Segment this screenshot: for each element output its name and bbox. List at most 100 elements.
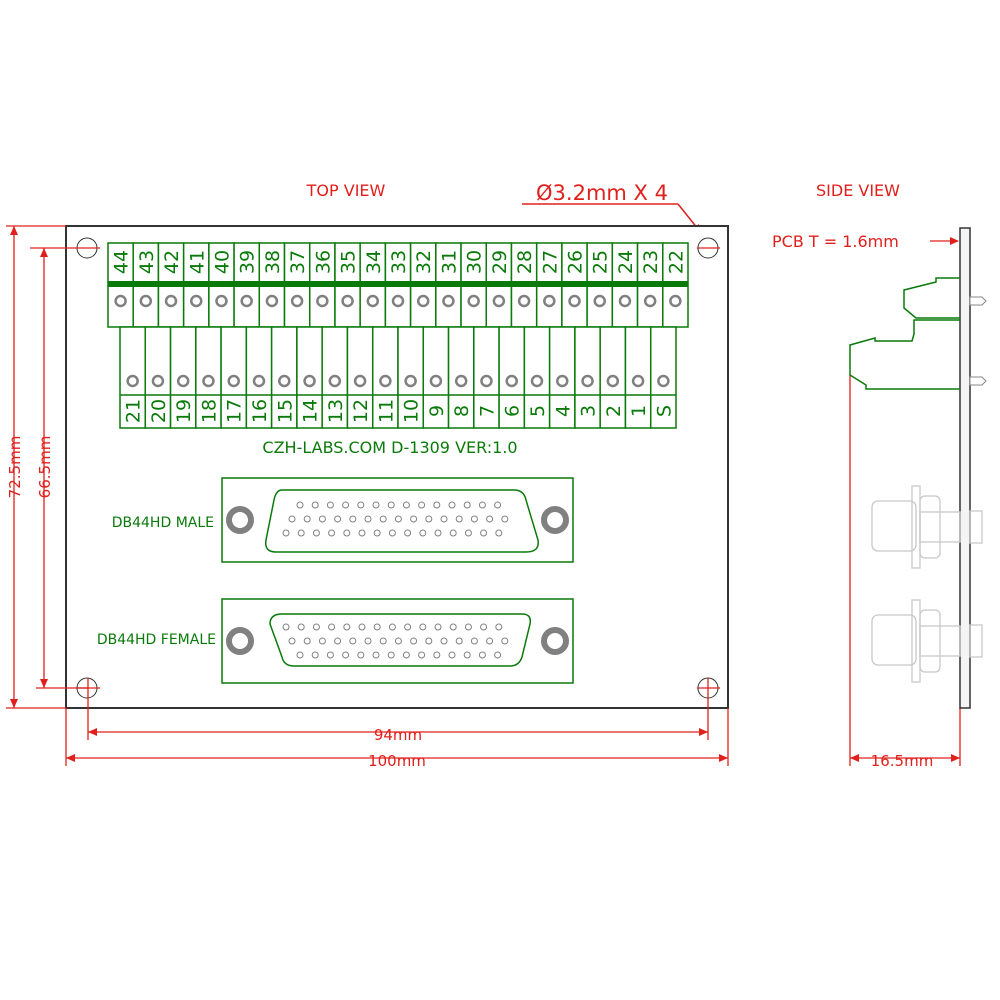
terminal-label-4: 4 <box>552 405 574 417</box>
terminal-screw-hole <box>568 294 581 308</box>
db44-connectors <box>221 477 574 684</box>
connector-pin <box>358 529 366 537</box>
terminal-label-30: 30 <box>464 250 486 274</box>
pin-lower <box>969 376 987 386</box>
connector-pin <box>402 501 410 509</box>
pcb-side <box>959 227 971 709</box>
connector-pin <box>463 501 471 509</box>
connector-pin <box>470 637 478 645</box>
terminal-label-19: 19 <box>173 399 195 423</box>
terminal-bottom-cell <box>422 326 450 429</box>
connector-pin <box>495 623 503 631</box>
terminal-label-34: 34 <box>363 250 385 274</box>
connector-pin <box>455 515 463 523</box>
connector-body-side <box>871 500 917 552</box>
connector-pin <box>312 623 320 631</box>
connector-pin <box>372 651 380 659</box>
dimension-arrow <box>10 699 18 708</box>
connector-pin <box>448 651 456 659</box>
connector-neck-side <box>919 511 961 543</box>
terminal-screw-hole <box>215 294 228 308</box>
connector-pin <box>388 623 396 631</box>
board-marking: CZH-LABS.COM D-1309 VER:1.0 <box>262 438 517 457</box>
terminal-label-10: 10 <box>401 399 423 423</box>
terminal-label-26: 26 <box>565 250 587 274</box>
connector-pin <box>464 623 472 631</box>
connector-pin <box>334 637 342 645</box>
connector-mount-hole <box>226 627 254 655</box>
terminal-bottom-cell <box>498 326 526 429</box>
connector-pin <box>425 637 433 645</box>
terminal-label-15: 15 <box>274 399 296 423</box>
connector-pin <box>373 623 381 631</box>
connector-shell-side <box>919 609 941 673</box>
connector-pin <box>326 651 334 659</box>
terminal-label-43: 43 <box>136 250 158 274</box>
terminal-label-28: 28 <box>514 250 536 274</box>
connector-pin <box>334 515 342 523</box>
connector-pin <box>343 623 351 631</box>
terminal-screw-hole <box>114 294 127 308</box>
terminal-screw-hole <box>404 374 417 388</box>
connector-pin <box>343 529 351 537</box>
terminal-screw-hole <box>278 374 291 388</box>
terminal-screw-hole <box>265 294 279 308</box>
connector-pin <box>328 623 336 631</box>
terminal-label-11: 11 <box>375 399 397 423</box>
terminal-bottom-cell <box>245 326 273 429</box>
connector-pin <box>312 529 320 537</box>
terminal-label-25: 25 <box>590 250 612 274</box>
terminal-label-7: 7 <box>476 405 498 417</box>
terminal-label-24: 24 <box>615 250 637 274</box>
terminal-label-39: 39 <box>237 250 259 274</box>
terminal-screw-hole <box>556 374 569 388</box>
connector-pins-side <box>969 624 983 658</box>
terminal-label-2: 2 <box>603 405 625 417</box>
terminal-label-1: 1 <box>628 405 650 417</box>
connector-pin <box>288 637 296 645</box>
terminal-bottom-cell <box>649 326 677 429</box>
terminal-screw-hole <box>176 374 190 388</box>
terminal-screw-hole <box>341 294 354 308</box>
dim-66-5mm: 66.5mm <box>36 436 54 499</box>
connector-pin <box>402 651 410 659</box>
terminal-screw-hole <box>240 294 253 308</box>
connector-pin <box>463 651 471 659</box>
terminal-label-22: 22 <box>665 250 687 274</box>
connector-pin <box>433 651 441 659</box>
connector-pin <box>357 501 365 509</box>
connector-pin <box>342 501 350 509</box>
connector-mount-hole <box>541 627 569 655</box>
terminal-label-5: 5 <box>527 405 549 417</box>
terminal-bottom-cell <box>473 326 500 429</box>
terminal-screw-hole <box>190 294 203 308</box>
terminal-label-9: 9 <box>426 405 448 417</box>
connector-pin <box>387 651 395 659</box>
terminal-screw-hole <box>164 294 178 308</box>
connector-pin <box>440 637 448 645</box>
connector-pin <box>404 623 412 631</box>
connector-pin <box>349 515 357 523</box>
terminal-screw-hole <box>657 374 670 388</box>
connector-pin <box>410 515 418 523</box>
connector-pin <box>373 529 381 537</box>
terminal-screw-hole <box>643 294 657 308</box>
connector-pin <box>372 501 380 509</box>
connector-pin <box>419 623 427 631</box>
connector-pin <box>379 515 387 523</box>
terminal-upper-side <box>903 277 960 319</box>
connector-shell-side <box>919 495 941 559</box>
connector-pin <box>387 501 395 509</box>
connector-body-side <box>871 614 917 666</box>
connector-pin <box>486 515 494 523</box>
connector-pin <box>434 529 442 537</box>
dimension-arrow <box>719 754 728 762</box>
connector-pin <box>394 515 402 523</box>
connector-pin <box>433 501 441 509</box>
connector-pin <box>449 529 457 537</box>
terminal-screw-hole <box>151 374 165 388</box>
d-shell <box>264 489 539 553</box>
terminal-label-3: 3 <box>578 405 600 417</box>
connector-pin <box>328 529 336 537</box>
